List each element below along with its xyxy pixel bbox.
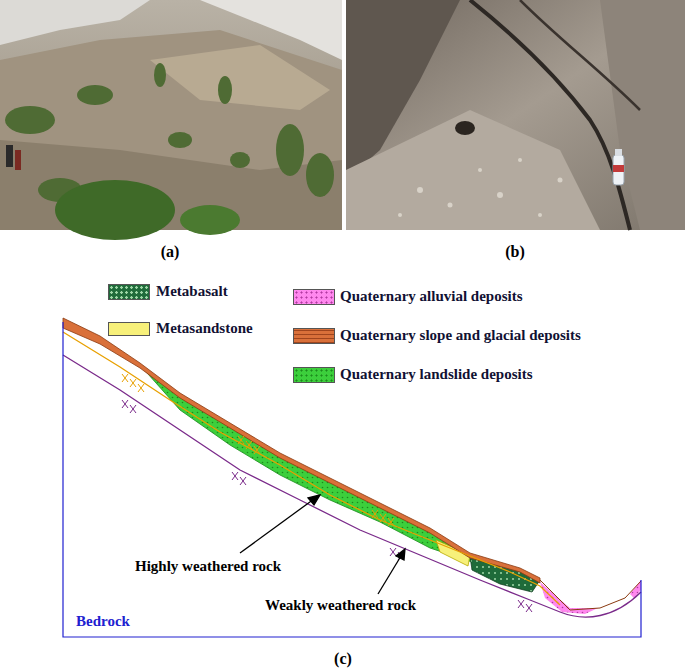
legend-swatch: [293, 367, 335, 383]
legend-text: Metasandstone: [156, 320, 253, 337]
hillside-photo: [0, 0, 342, 240]
legend-text: Quaternary slope and glacial deposits: [340, 327, 581, 344]
layer-label: Bedrock: [76, 613, 130, 630]
panel-label: (a): [161, 243, 180, 261]
layer-label: Weakly weathered rock: [265, 597, 416, 614]
legend-swatch: [108, 322, 150, 336]
cross-section: [63, 318, 641, 637]
legend-text: Metabasalt: [156, 283, 228, 300]
layer-label: Highly weathered rock: [135, 558, 281, 575]
crack-photo: [346, 0, 685, 230]
panel-label: (c): [334, 650, 352, 668]
legend-text: Quaternary alluvial deposits: [340, 288, 523, 305]
panel-label: (b): [505, 243, 525, 261]
legend-swatch: [293, 289, 335, 305]
legend-swatch: [293, 328, 335, 344]
legend-swatch: [108, 284, 150, 300]
legend-text: Quaternary landslide deposits: [340, 366, 533, 383]
